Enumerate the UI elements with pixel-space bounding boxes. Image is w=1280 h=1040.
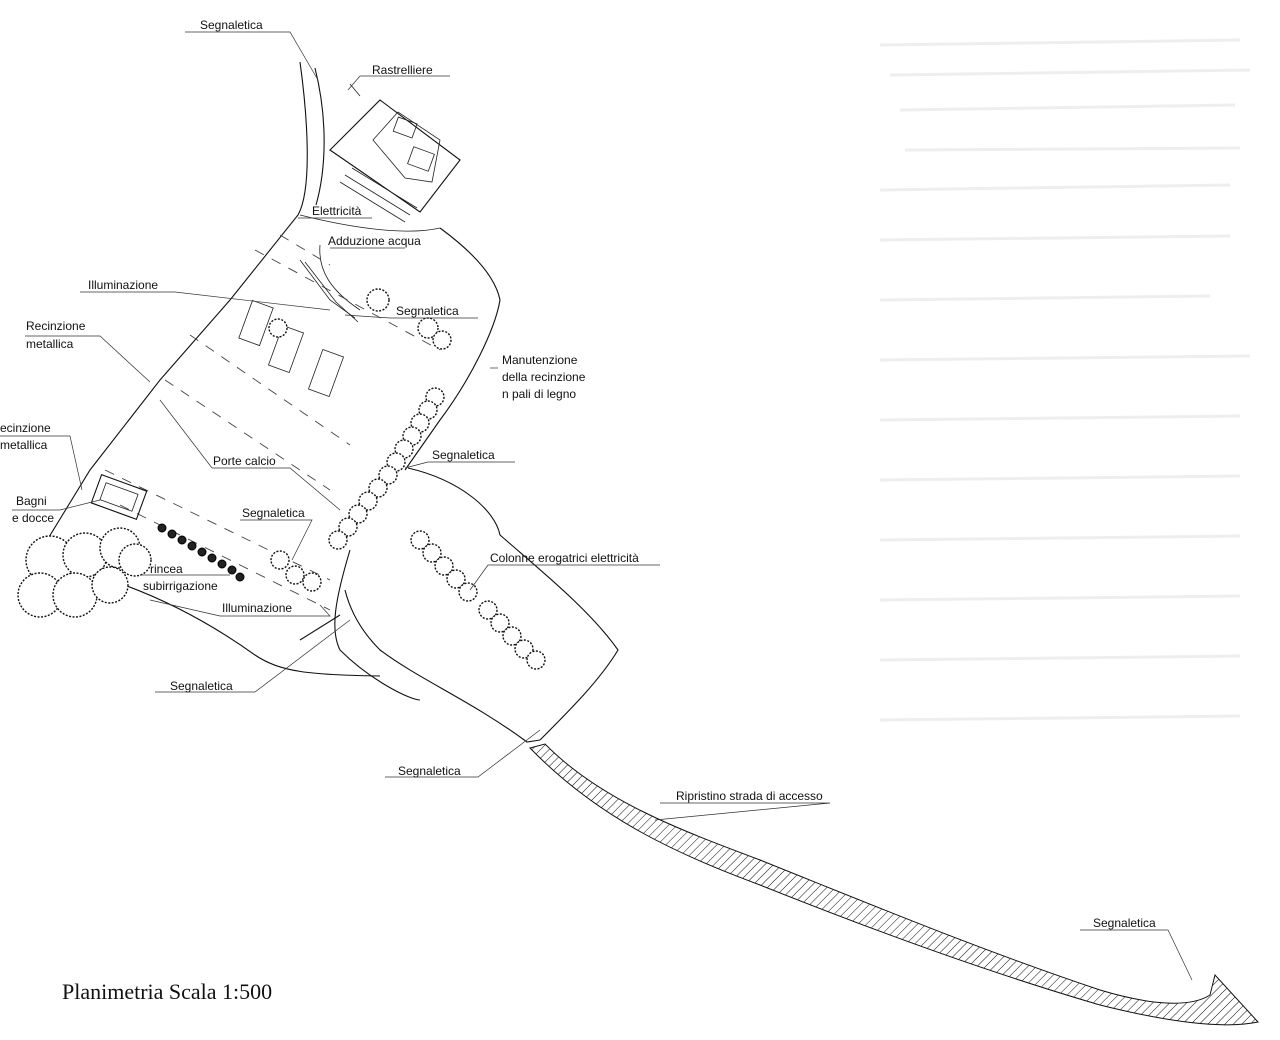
site-boundary (37, 61, 619, 743)
leader-lines (0, 31, 1193, 981)
label-segnaletica-right: Segnaletica (432, 448, 495, 462)
label-recinzione-1a: Recinzione (26, 319, 86, 333)
drawing-title: Planimetria Scala 1:500 (62, 979, 272, 1004)
label-segnaletica-bottom: Segnaletica (170, 679, 233, 693)
background-artifacts (879, 38, 1251, 722)
label-manutenzione-1: Manutenzione (502, 353, 578, 367)
label-trincea-1: rincea (150, 562, 183, 576)
parking-area (104, 214, 441, 611)
label-rastrelliere: Rastrelliere (372, 63, 433, 77)
bathrooms-block (90, 473, 148, 521)
labels: Segnaletica Rastrelliere Elettricità Add… (0, 18, 1156, 1004)
label-recinzione-2a: ecinzione (0, 421, 51, 435)
label-segnaletica-mid: Segnaletica (396, 304, 459, 318)
building (329, 83, 461, 223)
tree-group-parking (268, 288, 452, 592)
label-illuminazione-bottom: Illuminazione (222, 601, 292, 615)
label-segnaletica-left: Segnaletica (242, 506, 305, 520)
tree-cluster-left (17, 527, 152, 618)
label-adduzione-acqua: Adduzione acqua (328, 234, 421, 248)
label-colonne: Colonne erogatrici elettricità (490, 551, 639, 565)
label-illuminazione-top: Illuminazione (88, 278, 158, 292)
label-segnaletica-lower: Segnaletica (398, 764, 461, 778)
label-ripristino: Ripristino strada di accesso (676, 789, 823, 803)
trench-row (157, 523, 245, 582)
label-bagni-1: Bagni (16, 494, 47, 508)
label-recinzione-1b: metallica (26, 337, 74, 351)
label-manutenzione-3: n pali di legno (502, 387, 576, 401)
access-road (529, 743, 1259, 1026)
label-manutenzione-2: della recinzione (502, 370, 586, 384)
tree-row-lower (410, 530, 546, 670)
label-bagni-2: e docce (12, 511, 54, 525)
label-segnaletica-top: Segnaletica (200, 18, 263, 32)
label-trincea-2: subirrigazione (143, 579, 218, 593)
tree-row-central (328, 387, 445, 550)
label-segnaletica-end: Segnaletica (1093, 916, 1156, 930)
label-elettricita: Elettricità (312, 204, 362, 218)
label-recinzione-2b: metallica (0, 438, 48, 452)
label-porte-calcio: Porte calcio (213, 454, 276, 468)
